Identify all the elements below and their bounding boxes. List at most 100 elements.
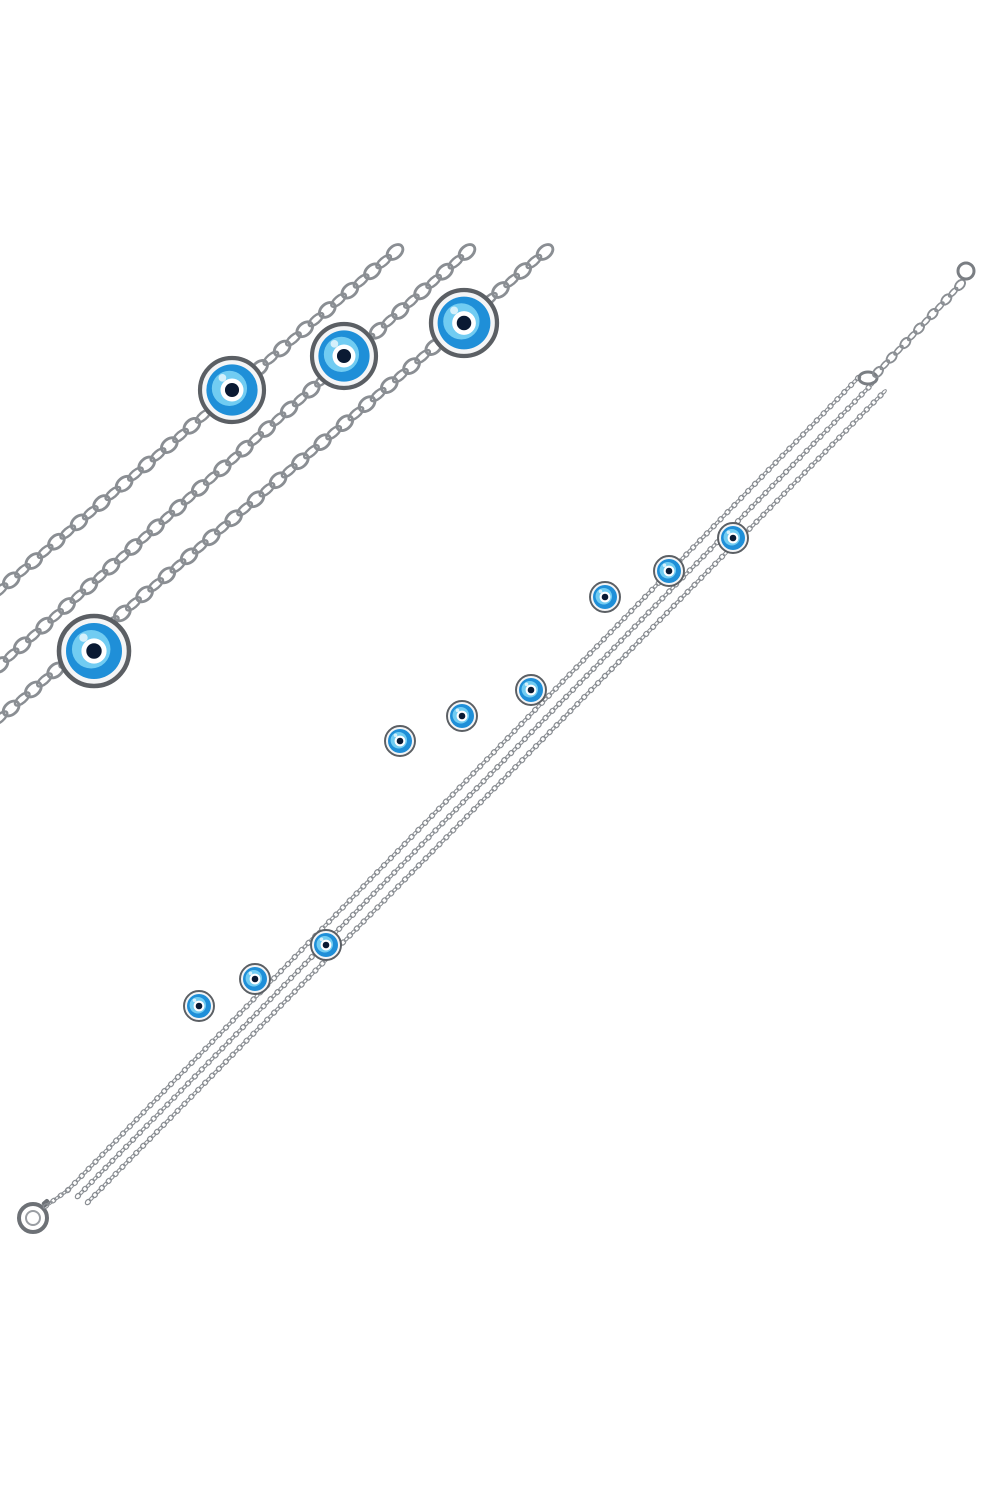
chain-link [466,792,474,799]
chain-link [442,817,449,823]
chain-link [159,436,179,454]
chain-link [449,809,456,816]
chain-link [885,351,898,364]
chain-link [146,518,165,537]
chain-link [403,293,420,309]
chain-link [584,690,591,697]
chain-link [89,1162,95,1169]
chain-link [126,1156,133,1164]
chain-link [137,1112,143,1119]
chain-link [36,672,53,688]
chain-link [608,665,616,673]
chain-link [185,1063,192,1070]
chain-link [707,526,714,533]
chain-link [260,1020,267,1027]
chain-link [796,454,804,462]
chain-link [133,1116,140,1123]
chain-link [112,1137,120,1144]
chain-link [494,763,501,771]
chain-link [126,1123,134,1130]
chain-link [770,501,777,508]
chain-link [59,524,77,540]
chain-link [724,508,731,516]
chain-link [195,1070,202,1076]
chain-link [634,600,642,608]
chain-link [271,992,277,999]
chain-link [529,746,536,753]
chain-link [615,658,622,666]
chain-link [667,606,674,613]
chain-link [446,830,453,837]
chain-link [791,480,798,487]
chain-link [555,700,563,708]
chain-link [477,781,483,788]
chain-link [360,901,367,908]
chain-link [844,405,852,412]
chain-link [470,806,478,813]
chain-link [762,470,769,477]
evil-eye-icon [239,963,271,995]
chain-link [280,463,298,479]
chain-link [453,823,460,830]
chain-link [342,918,350,926]
chain-link [583,672,590,680]
chain-link [404,855,412,862]
chain-link [225,1038,233,1045]
chain-link [831,399,837,406]
chain-link [371,908,377,914]
chain-link [0,656,10,674]
chain-link [102,1164,109,1172]
extender-chain-icon [857,261,976,386]
chain-link [819,452,825,458]
evil-eye-icon [309,321,379,391]
chain-link [46,1200,53,1206]
chain-link [697,556,703,563]
chain-link [415,826,422,834]
chain-link [235,439,254,458]
chain-link [799,431,807,438]
chain-link [116,1167,122,1174]
chain-link [233,1014,240,1020]
chain-link [95,1171,102,1179]
chain-link [794,476,802,483]
chain-link [767,504,774,511]
chain-link [628,607,635,615]
chain-link [543,732,550,739]
chain-link [862,388,868,394]
chain-link [488,788,495,795]
chain-link [806,424,814,431]
chain-link [710,523,717,530]
chain-link [205,1076,212,1083]
chain-link [335,925,343,933]
chain-link [693,541,700,547]
chain-link [703,530,711,537]
chain-link [436,841,443,848]
chain-link [139,1142,147,1150]
chain-link [480,759,487,766]
chain-link [505,770,512,778]
chain-link [576,661,583,667]
chain-link [202,528,221,547]
chain-link [518,756,526,764]
chain-link [264,999,270,1006]
closeup-view [0,243,555,726]
chain-link [470,788,477,795]
chain-link [504,753,511,760]
chain-link [391,887,398,893]
chain-link [401,840,408,848]
chain-link [191,1090,198,1097]
chain-link [711,560,719,568]
chain-link [688,585,694,592]
chain-link [460,781,466,787]
chain-link [860,410,867,416]
chain-link [696,537,704,544]
chain-link [829,441,836,448]
chain-link [753,518,760,525]
chain-link [467,774,473,780]
chain-link [700,534,707,540]
chain-link [839,431,846,437]
evil-eye-icon [183,990,215,1022]
chain-link [827,402,834,410]
chain-link [779,472,786,479]
